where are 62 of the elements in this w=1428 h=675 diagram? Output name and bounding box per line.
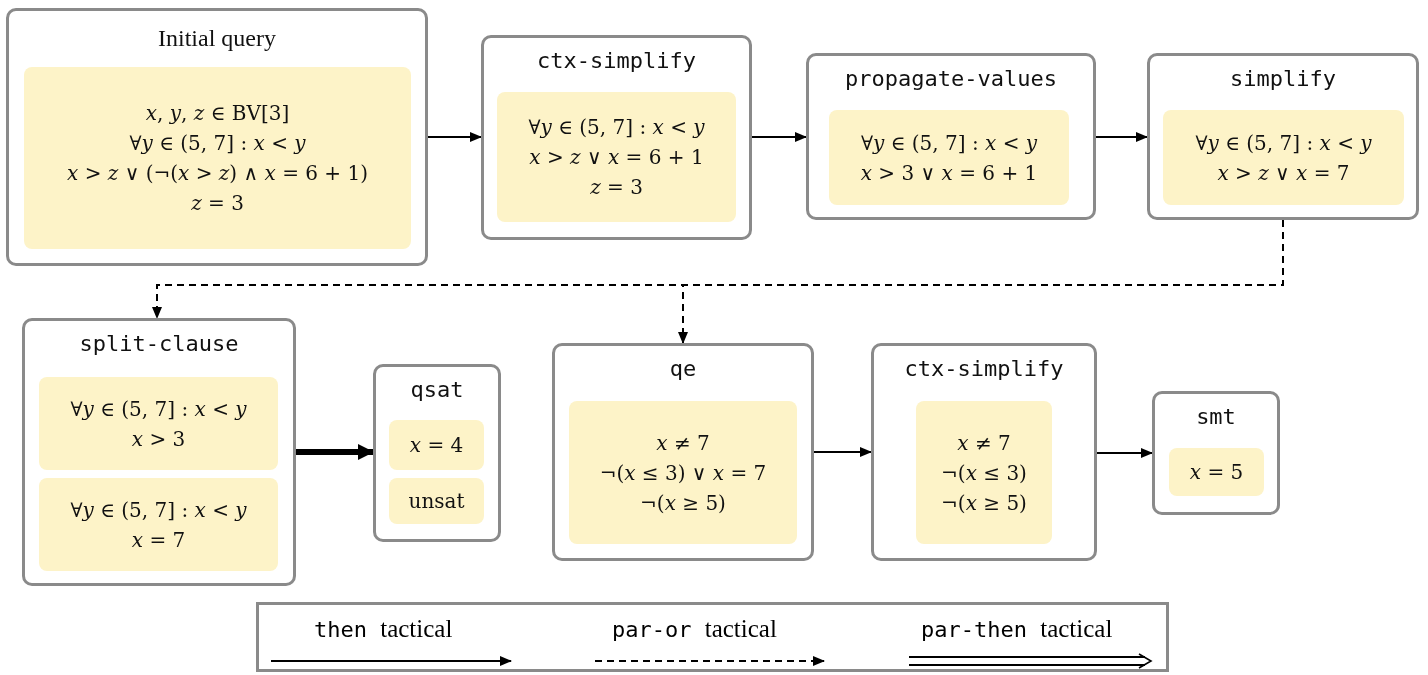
formula: ∀y ∈ (5, 7] : x < y <box>528 115 705 139</box>
tactic-box <box>552 343 814 561</box>
box-title: qsat <box>409 377 465 402</box>
tactic-box <box>871 343 1097 561</box>
formula: x = 5 <box>1189 460 1244 484</box>
formula-panel <box>569 401 797 544</box>
formula: ∀y ∈ (5, 7] : x < y <box>1195 130 1372 155</box>
legend-label: par-then tactical <box>921 615 1113 643</box>
formula-panel <box>24 67 411 249</box>
box-title: Initial query <box>157 25 277 52</box>
formula-panel <box>389 420 484 470</box>
box-title: smt <box>1195 404 1237 429</box>
arrow <box>813 447 872 457</box>
formula-panel <box>1169 448 1264 496</box>
formula: z = 3 <box>590 175 643 199</box>
formula: ∀y ∈ (5, 7] : x < y <box>70 396 247 421</box>
formula-panel <box>39 377 278 470</box>
formula-panel <box>916 401 1052 544</box>
formula: ¬(x ≥ 5) <box>941 490 1027 515</box>
tactic-box <box>1152 391 1280 515</box>
box-title: propagate-values <box>844 66 1058 91</box>
formula-panel <box>39 478 278 571</box>
tactic-box <box>481 35 752 240</box>
box-title: simplify <box>1229 66 1337 91</box>
tactic-box <box>373 364 501 542</box>
formula-panel <box>389 478 484 524</box>
formula-panel <box>497 92 736 222</box>
formula-panel <box>1163 110 1404 205</box>
formula: x > 3 ∨ x = 6 + 1 <box>860 160 1038 185</box>
formula: x > 3 <box>131 426 186 451</box>
legend-label: then tactical <box>314 615 453 643</box>
formula: z = 3 <box>191 191 244 215</box>
formula: unsat <box>408 489 465 513</box>
formula: x, y, z ∈ BV[3] <box>145 101 290 125</box>
formula: ∀y ∈ (5, 7] : x < y <box>860 130 1038 155</box>
arrow <box>1096 448 1153 458</box>
tactic-box <box>806 53 1096 220</box>
formula: x ≠ 7 <box>957 430 1011 455</box>
tactic-box <box>6 8 428 266</box>
arrow <box>1095 132 1148 142</box>
formula: x = 7 <box>131 527 186 552</box>
formula: x > z ∨ (¬(x > z) ∧ x = 6 + 1) <box>67 161 368 185</box>
formula: x ≠ 7 <box>656 430 710 455</box>
box-title: ctx-simplify <box>536 48 697 73</box>
formula: ∀y ∈ (5, 7] : x < y <box>129 131 306 155</box>
box-title: split-clause <box>78 331 240 356</box>
formula: ¬(x ≥ 5) <box>640 490 726 515</box>
double-arrow <box>296 444 374 460</box>
legend-label: par-or tactical <box>612 615 777 643</box>
box-title: qe <box>668 356 698 381</box>
arrow <box>751 132 807 142</box>
box-title: ctx-simplify <box>903 356 1065 381</box>
formula: ∀y ∈ (5, 7] : x < y <box>70 497 247 522</box>
formula: ¬(x ≤ 3) ∨ x = 7 <box>599 460 767 485</box>
tactic-box <box>22 318 296 586</box>
formula: x > z ∨ x = 6 + 1 <box>529 145 704 169</box>
arrow <box>427 132 482 142</box>
tactic-box <box>1147 53 1419 220</box>
formula: x > z ∨ x = 7 <box>1217 160 1350 185</box>
formula-panel <box>829 110 1069 205</box>
formula: ¬(x ≤ 3) <box>941 460 1027 485</box>
formula: x = 4 <box>409 433 464 457</box>
